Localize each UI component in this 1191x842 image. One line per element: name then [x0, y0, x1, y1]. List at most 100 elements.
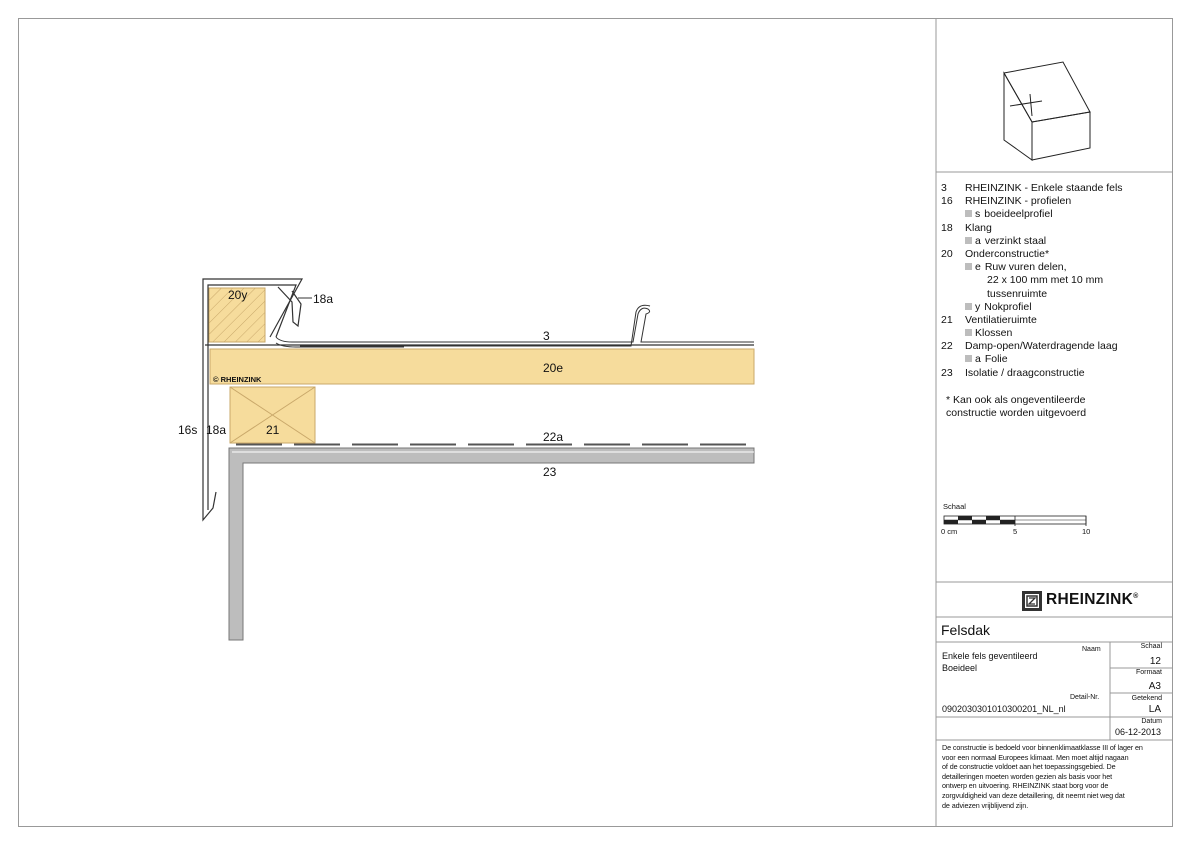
legend-subletter: y — [975, 300, 981, 313]
legend-text: boeideelprofiel — [984, 208, 1053, 221]
legend-text: Klossen — [975, 327, 1013, 340]
legend-entry: Klang — [965, 222, 992, 235]
scale-bar — [943, 515, 1087, 526]
ridge-profile-block — [208, 287, 266, 343]
disclaimer: De constructie is bedoeld voor binnenkli… — [942, 743, 1143, 810]
legend-text: RHEINZINK - Enkele staande fels — [965, 182, 1123, 194]
datum-label: Datum — [1141, 718, 1162, 725]
legend-text: Klang — [965, 221, 992, 234]
bullet-square-icon — [965, 355, 972, 363]
label-20y: 20y — [228, 288, 248, 302]
legend-subletter: s — [975, 208, 981, 221]
getekend-value: LA — [1148, 704, 1161, 715]
legend-entry: Ventilatieruimte — [965, 314, 1037, 327]
legend-number: 21 — [941, 313, 953, 326]
schaal-label: Schaal — [1140, 643, 1162, 650]
label-23: 23 — [543, 465, 557, 479]
disclaimer-line: zorgvuldigheid van deze detaillering, di… — [942, 790, 1125, 800]
legend-entry: Damp-open/Waterdragende laag — [965, 340, 1118, 353]
rheinzink-logo-icon — [1022, 591, 1042, 611]
legend-text: RHEINZINK - profielen — [965, 195, 1072, 208]
legend-entry: tussenruimte — [987, 288, 1047, 301]
clip — [277, 286, 302, 328]
legend-entry: Isolatie / draagconstructie — [965, 367, 1085, 380]
legend-text: 22 x 100 mm met 10 mm — [987, 274, 1104, 287]
legend-number: 18 — [941, 221, 953, 234]
legend-note: * Kan ook als ongeventileerde constructi… — [946, 394, 1086, 420]
legend-text: Nokprofiel — [984, 300, 1032, 313]
naam-line-1: Enkele fels geventileerd — [942, 651, 1038, 661]
legend-entry: RHEINZINK - Enkele staande fels — [965, 182, 1123, 195]
key-plan-cube — [1003, 61, 1091, 161]
legend-subletter: a — [975, 353, 981, 366]
legend-entry: Onderconstructie* — [965, 248, 1049, 261]
fascia-profile — [202, 278, 754, 522]
bullet-square-icon — [965, 263, 972, 271]
disclaimer-line: of de constructie voldoet aan het toepas… — [942, 762, 1116, 772]
naam-label: Naam — [1082, 646, 1101, 653]
label-3: 3 — [543, 329, 550, 343]
insulation-structure — [228, 447, 755, 641]
scale-title: Schaal — [943, 502, 966, 511]
timber-boarding — [209, 348, 755, 385]
bullet-square-icon — [965, 236, 972, 244]
legend-entry: 22 x 100 mm met 10 mm — [987, 274, 1103, 287]
detail-label: Detail-Nr. — [1070, 694, 1100, 701]
bullet-square-icon — [965, 302, 972, 310]
disclaimer-line: ontwerp en uitvoering. RHEINZINK staat b… — [942, 781, 1109, 791]
legend-text: verzinkt staal — [984, 234, 1047, 247]
legend-entry: RHEINZINK - profielen — [965, 195, 1071, 208]
label-18a-fascia: 18a — [206, 423, 227, 437]
legend-text: Ruw vuren delen, — [984, 261, 1067, 274]
scale-tick-0: 0 cm — [941, 527, 958, 536]
legend-text: tussenruimte — [987, 287, 1048, 300]
sheet-border — [18, 18, 1173, 827]
label-16s: 16s — [178, 423, 198, 437]
legend-text: Ventilatieruimte — [965, 313, 1037, 326]
naam-line-2: Boeideel — [942, 663, 978, 673]
datum-value: 06-12-2013 — [1114, 727, 1161, 737]
legend-number: 3 — [941, 182, 947, 194]
copyright-icon: © — [213, 375, 219, 384]
label-18a-clip: 18a — [313, 292, 334, 306]
standing-seam-roof — [275, 304, 754, 348]
legend-text: Folie — [984, 353, 1008, 366]
getekend-label: Getekend — [1131, 695, 1162, 702]
disclaimer-line: De constructie is bedoeld voor binnenkli… — [942, 743, 1143, 752]
bullet-square-icon — [965, 210, 972, 218]
legend-subletter: e — [975, 261, 981, 274]
legend-entry: Klossen — [965, 327, 1012, 340]
label-20e: 20e — [543, 361, 564, 375]
stamp-text: RHEINZINK — [220, 375, 262, 384]
ventilation-batten — [229, 386, 316, 444]
legend-subletter: a — [975, 234, 981, 247]
legend-number: 23 — [941, 366, 953, 379]
legend-text: Onderconstructie* — [965, 247, 1050, 260]
rheinzink-stamp: © RHEINZINK — [213, 375, 261, 384]
formaat-label: Formaat — [1135, 669, 1162, 676]
disclaimer-line: de adviezen vrijblijvend zijn. — [942, 800, 1029, 810]
bullet-square-icon — [965, 329, 972, 337]
disclaimer-line: detailleringen moeten worden gezien als … — [942, 771, 1113, 781]
label-22a: 22a — [543, 430, 564, 444]
drawing-category: Felsdak — [941, 622, 991, 638]
detail-value: 0902030301010300201_NL_nl — [942, 704, 1066, 714]
legend-number: 16 — [941, 195, 953, 208]
legend-number: 20 — [941, 247, 953, 260]
legend-number: 22 — [941, 340, 953, 353]
formaat-value: A3 — [1148, 681, 1161, 692]
schaal-value: 12 — [1149, 656, 1161, 667]
legend-text: Isolatie / draagconstructie — [965, 366, 1085, 379]
note-line-2: constructie worden uitgevoerd — [946, 407, 1087, 420]
scale-tick-10: 10 — [1082, 527, 1091, 536]
brand-name: RHEINZINK® — [1046, 591, 1139, 608]
legend-text: Damp-open/Waterdragende laag — [965, 340, 1118, 353]
scale-tick-5: 5 — [1013, 527, 1018, 536]
disclaimer-line: voor een normaal Europees klimaat. Men m… — [942, 752, 1129, 762]
